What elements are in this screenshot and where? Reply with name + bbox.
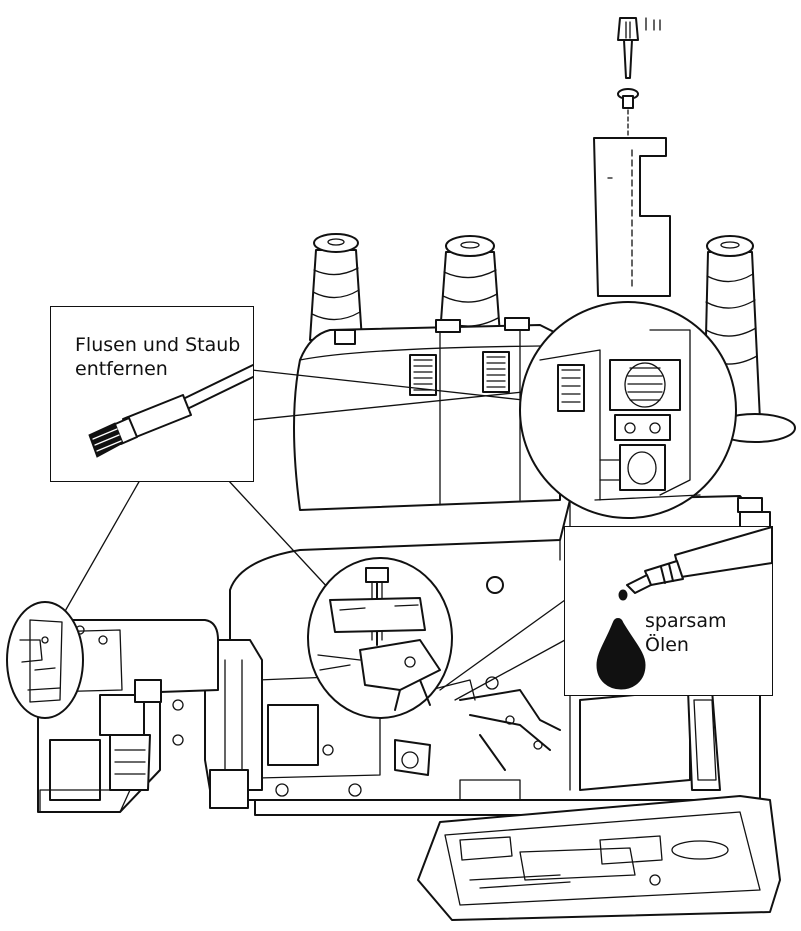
brush-icon: [88, 364, 254, 458]
callout-oil-line2: Ölen: [645, 634, 689, 656]
thread-cone-1: [309, 233, 363, 341]
oiling-callout: sparsam Ölen: [564, 526, 773, 696]
screw-icon: [617, 88, 639, 109]
callout-oil-line1: sparsam: [645, 610, 727, 632]
waste-tray: [417, 795, 781, 921]
callout-lint-line1: Flusen und Staub: [75, 334, 241, 356]
oil-can-icon: [596, 527, 773, 690]
left-arm: [204, 639, 263, 791]
screwdriver-icon: [617, 17, 661, 79]
lint-removal-callout: Flusen und Staub entfernen: [50, 306, 254, 482]
callout-lint-line2: entfernen: [75, 358, 168, 380]
magnified-upper-mechanism: [519, 301, 737, 519]
magnified-left-detail: [6, 601, 84, 719]
oil-drop-icon: [596, 618, 646, 690]
magnified-needle-area: [307, 557, 453, 719]
looper-cover: [593, 137, 671, 297]
front-panel-right: [579, 689, 721, 791]
thread-cone-2: [439, 235, 501, 336]
looper-mechanism: [394, 676, 561, 776]
